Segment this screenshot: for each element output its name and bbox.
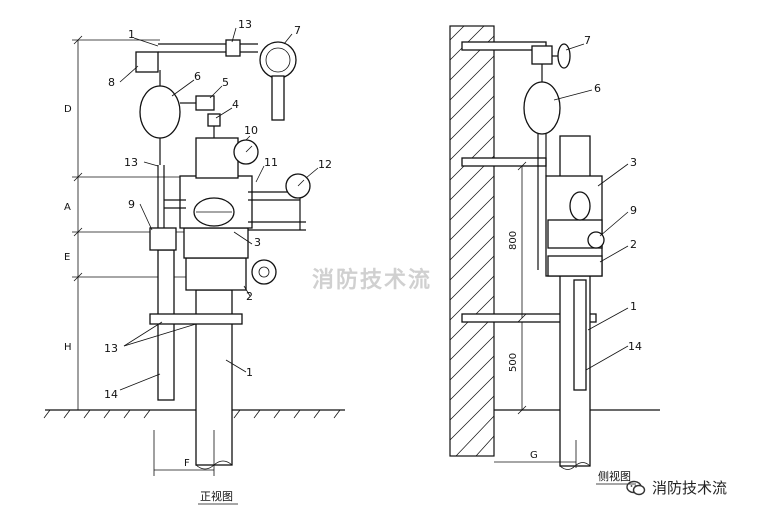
dim-A: A (64, 202, 71, 213)
side-view-title: 侧视图 (598, 469, 631, 483)
side-callout-14: 14 (628, 340, 642, 353)
callout-13-top: 13 (238, 18, 252, 31)
callout-2: 2 (246, 290, 253, 303)
side-callout-2: 2 (630, 238, 637, 251)
callout-1-bottom: 1 (246, 366, 253, 379)
callout-3: 3 (254, 236, 261, 249)
side-drain-pipe (573, 279, 587, 391)
side-valve-body (569, 191, 591, 221)
side-callout-9: 9 (630, 204, 637, 217)
mid-wall-bracket (461, 157, 547, 167)
strainer-13 (225, 39, 241, 57)
dim-E: E (64, 252, 70, 263)
support-bracket (149, 313, 243, 325)
dim-D: D (64, 104, 72, 115)
callout-10: 10 (244, 124, 258, 137)
side-gong (557, 43, 571, 69)
callout-12: 12 (318, 158, 332, 171)
callout-7: 7 (294, 24, 301, 37)
callout-8: 8 (108, 76, 115, 89)
side-gong-body (531, 45, 553, 65)
ball-valve-9 (149, 227, 177, 251)
mid-flange (183, 227, 249, 259)
callout-4: 4 (232, 98, 239, 111)
brand-name: 消防技术流 (652, 479, 728, 497)
callout-6: 6 (194, 70, 201, 83)
dim-500: 500 (508, 353, 519, 372)
brand-badge: 消防技术流 (626, 477, 727, 498)
dim-G: G (530, 450, 538, 461)
lower-flange (185, 257, 247, 291)
pressure-switch (135, 51, 159, 73)
upper-chamber (195, 137, 239, 179)
watermark-text: 消防技术流 (312, 268, 433, 293)
callout-11: 11 (264, 156, 278, 169)
water-motor-gong (259, 41, 297, 79)
dim-H: H (64, 342, 72, 353)
wechat-icon (626, 480, 646, 496)
side-callout-1: 1 (630, 300, 637, 313)
wall (449, 25, 495, 457)
bottom-wall-bracket (461, 313, 597, 323)
callout-13-mid: 13 (124, 156, 138, 169)
callout-14: 14 (104, 388, 118, 401)
callout-9: 9 (128, 198, 135, 211)
retard-chamber (139, 85, 181, 139)
callout-1-top: 1 (128, 28, 135, 41)
dim-800: 800 (508, 231, 519, 250)
side-callout-3: 3 (630, 156, 637, 169)
fitting-5 (195, 95, 215, 111)
gong-stem (271, 75, 285, 121)
ground-hatch (43, 409, 341, 419)
handwheel-small (251, 259, 277, 285)
drain-pipe (157, 249, 175, 401)
dim-F: F (184, 458, 190, 469)
side-callout-6: 6 (594, 82, 601, 95)
side-lower-flange (547, 255, 603, 277)
callout-5: 5 (222, 76, 229, 89)
front-view: 1 13 7 8 6 5 4 10 11 12 13 9 3 2 13 14 1 (43, 18, 345, 505)
front-view-title: 正视图 (200, 489, 233, 503)
side-callout-7: 7 (584, 34, 591, 47)
side-view: 800 500 G 7 6 3 9 2 1 14 侧视图 (449, 25, 660, 485)
fitting-4 (207, 113, 221, 127)
side-retard-chamber (523, 81, 561, 135)
callout-13-bottom: 13 (104, 342, 118, 355)
